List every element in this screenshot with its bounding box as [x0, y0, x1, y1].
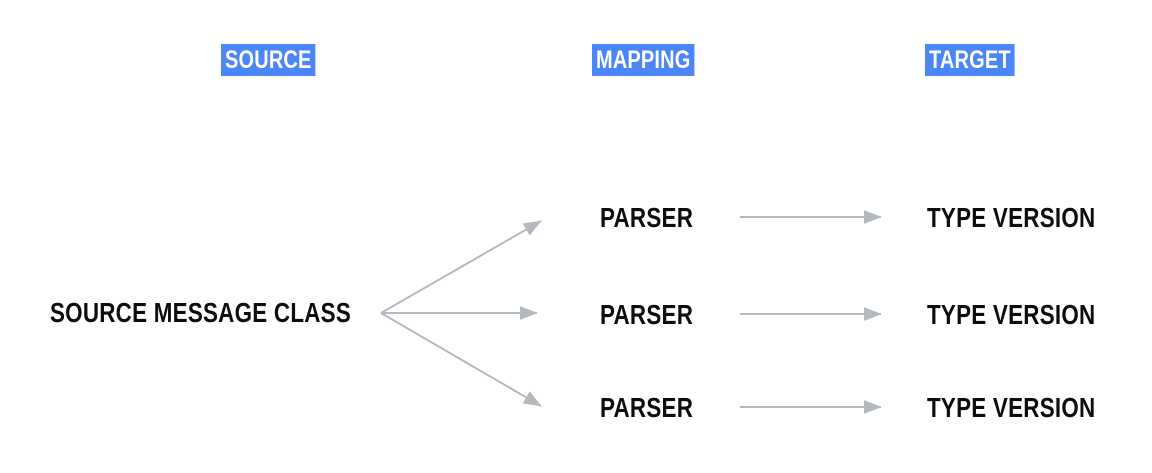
column-header-mapping: MAPPING: [592, 44, 695, 76]
node-type-version-3: TYPE VERSION: [927, 392, 1096, 423]
column-header-source: SOURCE: [221, 44, 316, 76]
edge-source-to-parser-3: [380, 312, 542, 407]
node-parser-3: PARSER: [600, 392, 694, 423]
node-type-version-2: TYPE VERSION: [927, 299, 1096, 330]
node-type-version-1: TYPE VERSION: [927, 202, 1096, 233]
node-parser-1: PARSER: [600, 202, 694, 233]
column-header-target: TARGET: [925, 44, 1015, 76]
node-parser-2: PARSER: [600, 299, 694, 330]
node-source-message-class: SOURCE MESSAGE CLASS: [50, 297, 352, 328]
edge-source-to-parser-1: [380, 220, 542, 314]
